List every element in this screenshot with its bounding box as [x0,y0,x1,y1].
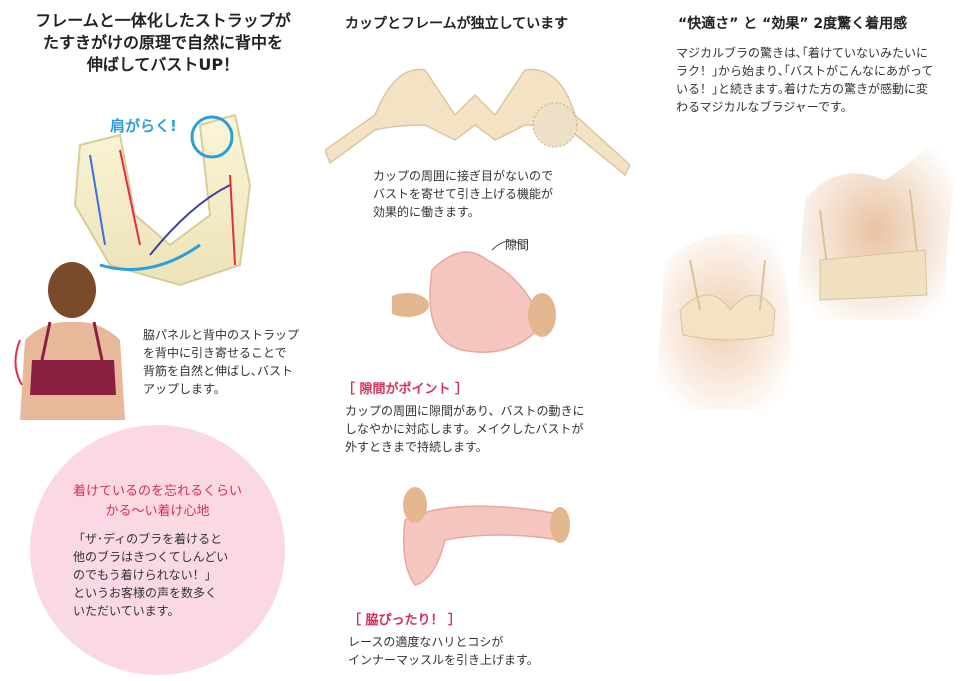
frame-description: カップの周囲に接ぎ目がないので バストを寄せて引き上げる機能が 効果的に働きます… [373,169,554,219]
gap-photo [392,240,557,360]
frame-photo [325,55,635,185]
strap-diagram [60,95,280,295]
back-model-photo [10,260,135,420]
gap-label: 隙間 [505,238,530,252]
comfort-description: マジカルブラの驚きは､｢着けていないみたいに ラク！｣から始まり､｢バストがこん… [676,46,934,114]
point2-title: ［ 脇ぴったり！ ］ [348,613,462,628]
strap-description: 脇パネルと背中のストラップ を背中に引き寄せることで 背筋を自然と伸ばし､バスト… [143,328,300,396]
shoulder-callout: 肩がらく! [110,117,177,135]
bubble-title: 着けているのを忘れるくらい かる〜い着け心地 [72,484,242,519]
point1-description: カップの周囲に隙間があり、バストの動きに しなやかに対応します。メイクしたバスト… [345,404,585,454]
model-photo [655,120,960,410]
side-photo [395,485,575,595]
comfort-bubble [30,425,285,675]
strap-heading: フレームと一体化したストラップが たすきがけの原理で自然に背中を 伸ばしてバスト… [35,11,291,74]
point2-description: レースの適度なハリとコシが インナーマッスルを引き上げます。 [348,635,539,667]
point1-title: ［ 隙間がポイント ］ [342,382,469,397]
bubble-quote: 「ザ･ディのブラを着けると 他のブラはきつくてしんどい のでもう着けられない！」… [73,532,229,618]
cup-heading: カップとフレームが独立しています [345,16,569,32]
comfort-heading: “快適さ” と “効果” 2度驚く着用感 [678,16,908,32]
